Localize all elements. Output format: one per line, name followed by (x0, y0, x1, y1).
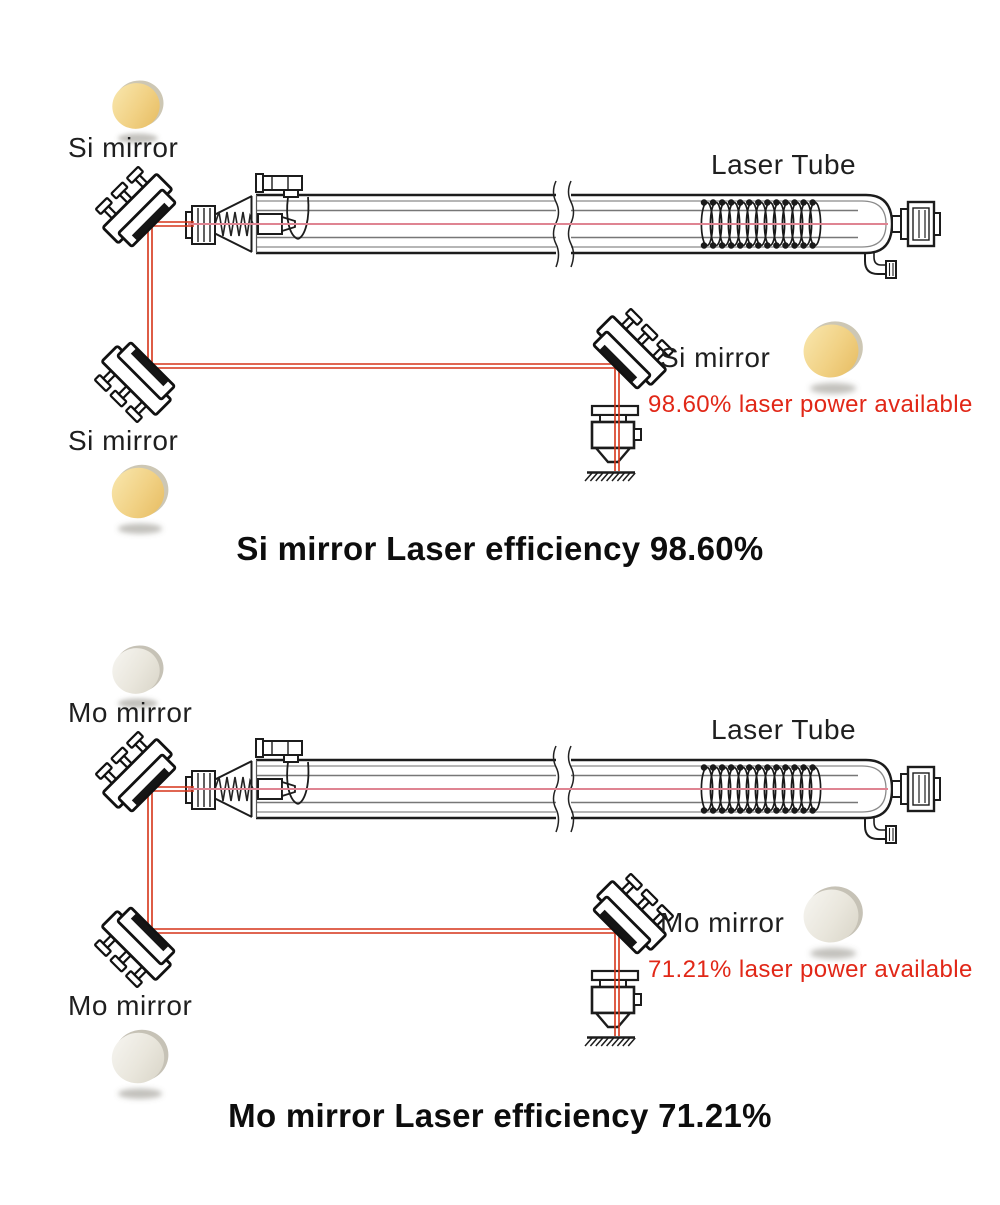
efficiency-caption: Si mirror Laser efficiency 98.60% (236, 530, 764, 567)
power-available-text: 71.21% laser power available (648, 956, 973, 983)
mirror-label-top-left: Si mirror (68, 132, 179, 163)
efficiency-caption: Mo mirror Laser efficiency 71.21% (228, 1097, 772, 1134)
mirror-label-bottom-left: Si mirror (68, 425, 179, 456)
si-mirror-section: Si mirror Laser Tube Si mirror 98.60% la… (0, 0, 1000, 600)
mirror-label-right: Si mirror (660, 342, 771, 373)
power-available-text: 98.60% laser power available (648, 391, 973, 418)
laser-tube-label: Laser Tube (711, 149, 857, 180)
mirror-label-top-left: Mo mirror (68, 697, 193, 728)
mirror-label-right: Mo mirror (660, 907, 785, 938)
mirror-label-bottom-left: Mo mirror (68, 990, 193, 1021)
laser-tube-label: Laser Tube (711, 714, 857, 745)
mo-mirror-section: Mo mirror Laser Tube Mo mirror 71.21% la… (0, 565, 1000, 1165)
